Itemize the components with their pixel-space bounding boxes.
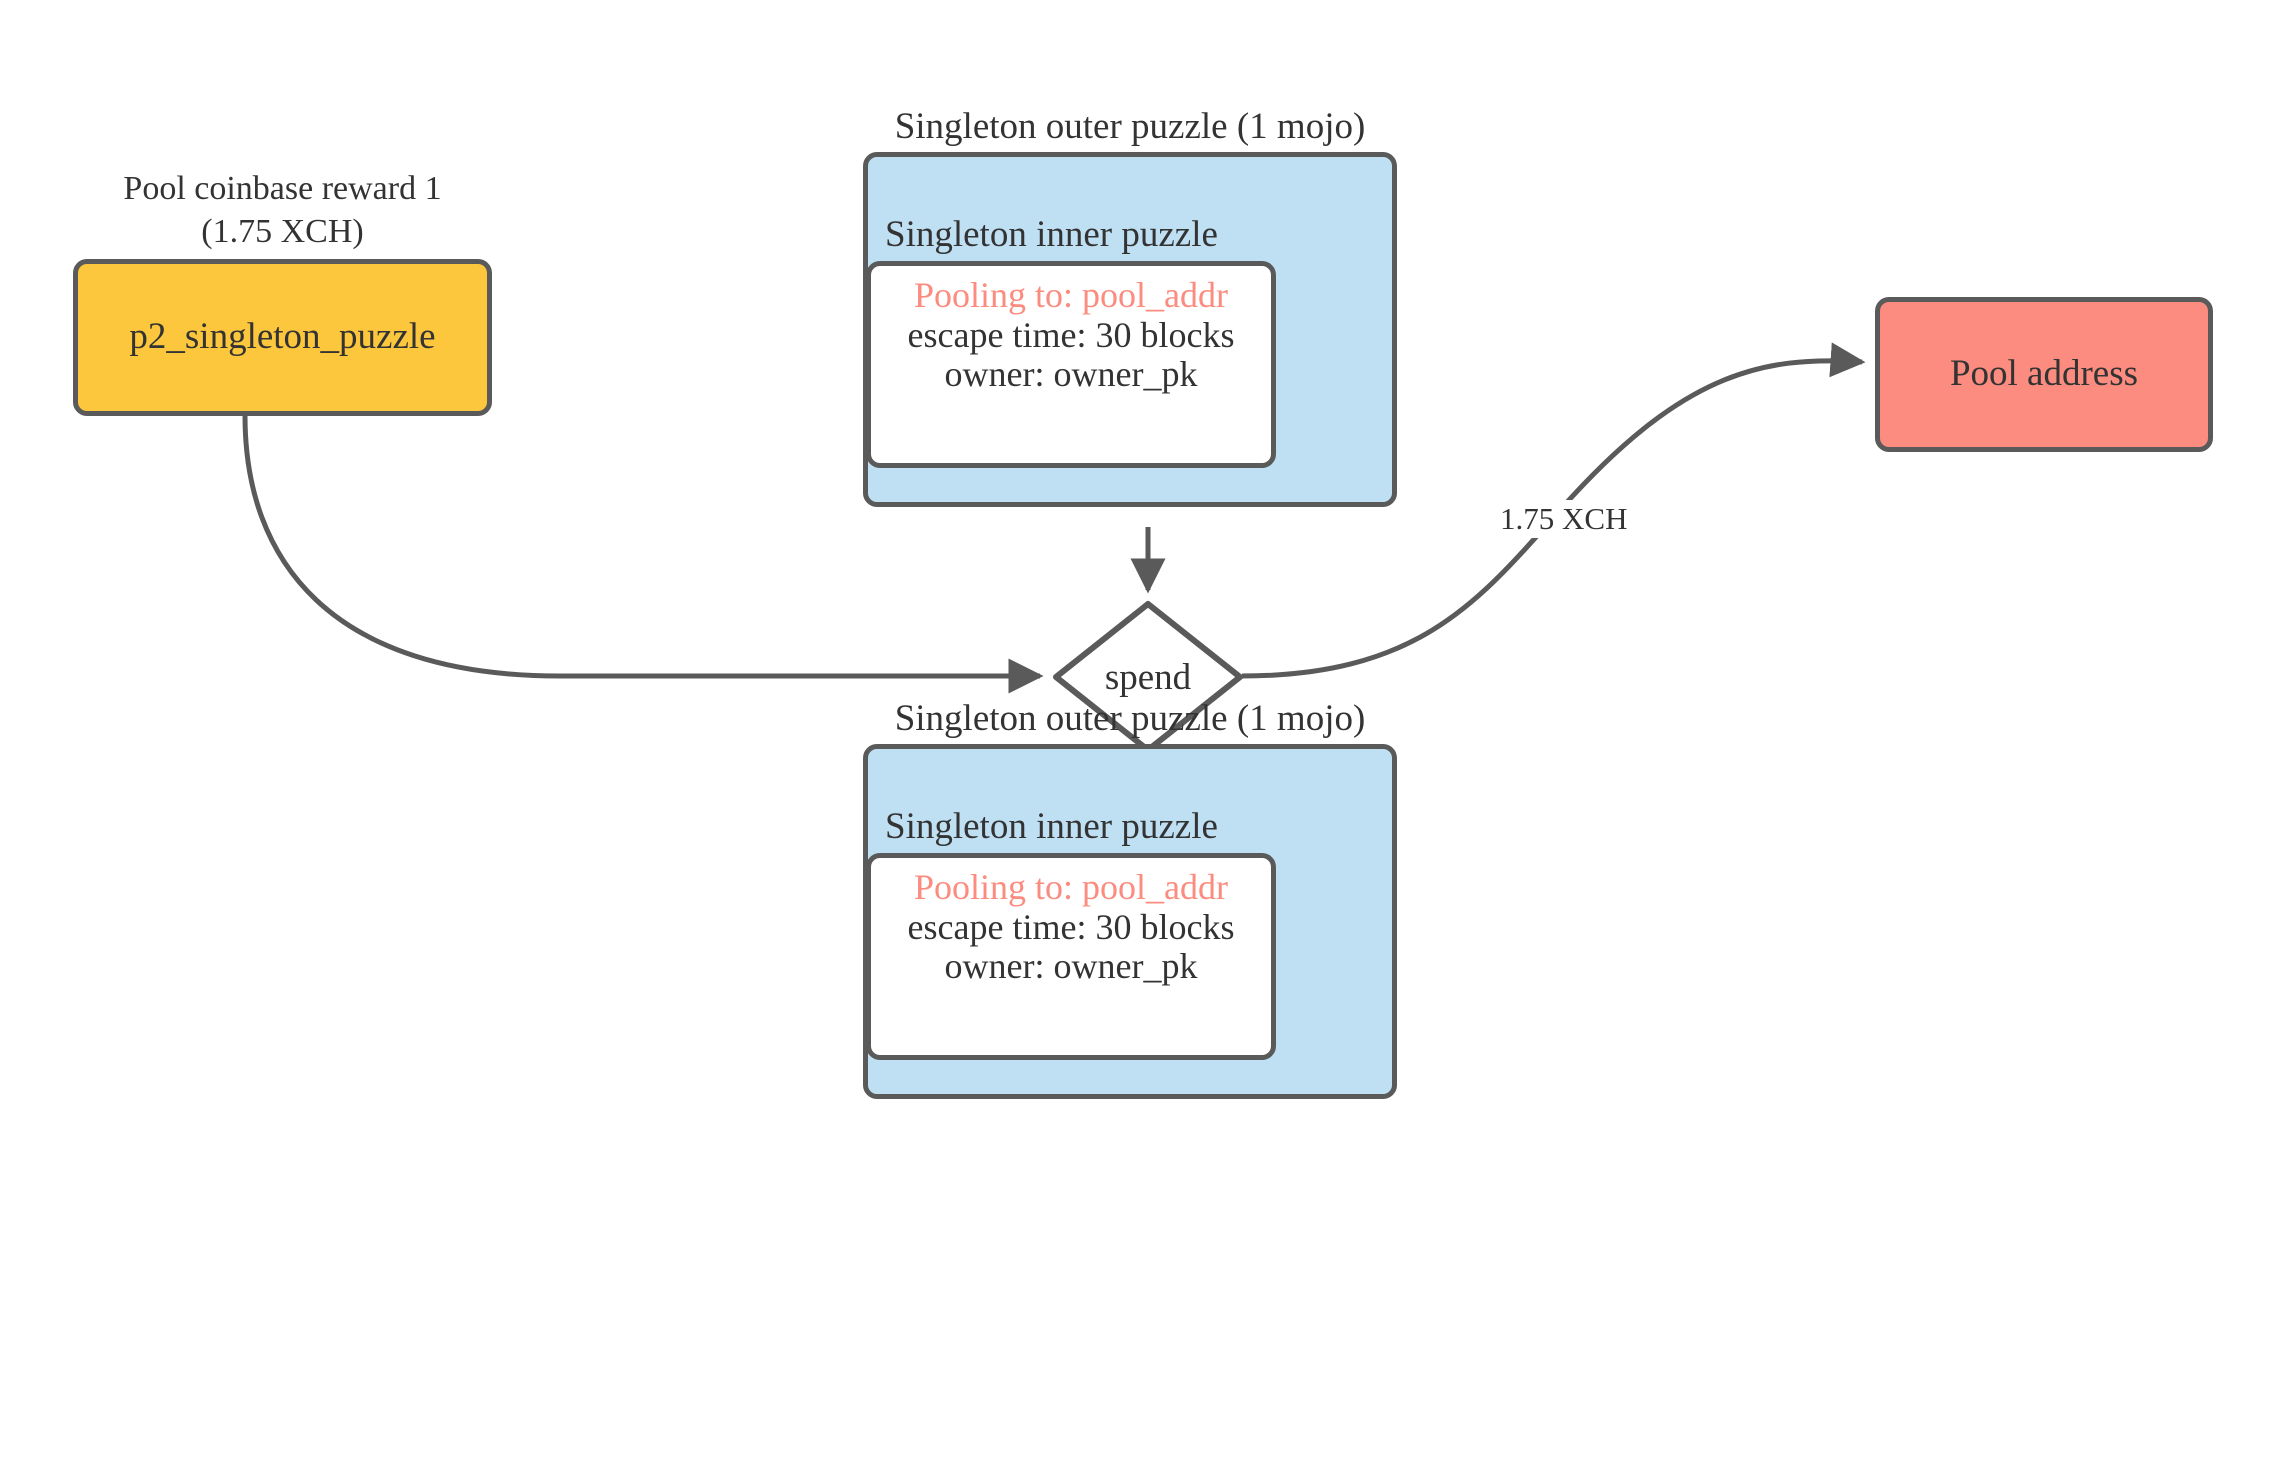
pool-address-node[interactable]: Pool address — [1875, 297, 2213, 452]
singleton-bottom-outer-title: Singleton outer puzzle (1 mojo) — [894, 698, 1366, 739]
singleton-bottom-inner-title: Singleton inner puzzle — [885, 806, 1218, 847]
coinbase-caption-line2: (1.75 XCH) — [201, 212, 364, 250]
p2-singleton-puzzle-node[interactable]: p2_singleton_puzzle — [73, 259, 492, 416]
edge-label-xch: 1.75 XCH — [1496, 500, 1632, 538]
singleton-top-pooling-line: Pooling to: pool_addr — [914, 275, 1228, 315]
singleton-top-escape-line: escape time: 30 blocks — [907, 314, 1235, 355]
pool-address-label: Pool address — [1949, 353, 2139, 395]
coinbase-caption-line1: Pool coinbase reward 1 — [123, 170, 442, 207]
singleton-bottom-escape-line: escape time: 30 blocks — [907, 906, 1235, 947]
singleton-bottom-group: Singleton outer puzzle (1 mojo) Singleto… — [863, 697, 1397, 1117]
singleton-top-outer-title: Singleton outer puzzle (1 mojo) — [894, 106, 1366, 147]
coinbase-caption: Pool coinbase reward 1 (1.75 XCH) — [73, 168, 492, 253]
p2-singleton-puzzle-label: p2_singleton_puzzle — [129, 316, 436, 358]
singleton-top-group: Singleton outer puzzle (1 mojo) Singleto… — [863, 105, 1397, 525]
singleton-bottom-pooling-line: Pooling to: pool_addr — [914, 867, 1228, 907]
singleton-top-owner-line: owner: owner_pk — [944, 354, 1198, 395]
singleton-top-inner-puzzle[interactable]: Pooling to: pool_addr escape time: 30 bl… — [866, 261, 1276, 468]
singleton-top-inner-title: Singleton inner puzzle — [885, 214, 1218, 255]
edge-p2-to-spend — [242, 415, 1044, 694]
singleton-bottom-owner-line: owner: owner_pk — [944, 946, 1198, 987]
singleton-bottom-inner-puzzle[interactable]: Pooling to: pool_addr escape time: 30 bl… — [866, 853, 1276, 1060]
